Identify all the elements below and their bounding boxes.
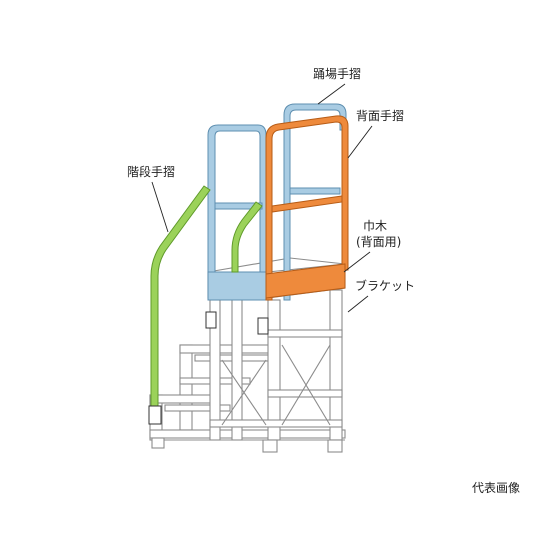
label-bracket: ブラケット (347, 278, 415, 313)
svg-text:背面手摺: 背面手摺 (356, 108, 404, 123)
svg-text:階段手摺: 階段手摺 (127, 164, 175, 179)
stair-handrail (148, 185, 263, 425)
svg-text:巾木: 巾木 (363, 219, 387, 233)
label-stair-handrail: 階段手摺 (127, 164, 175, 233)
label-platform-handrail: 踊場手摺 (313, 66, 361, 105)
svg-text:(背面用): (背面用) (356, 235, 401, 249)
label-toeboard: 巾木 (背面用) (343, 219, 401, 273)
back-handrail (265, 115, 349, 301)
platform-handrail (205, 103, 347, 335)
svg-text:踊場手摺: 踊場手摺 (313, 66, 361, 81)
svg-text:ブラケット: ブラケット (355, 278, 415, 293)
representative-image-caption: 代表画像 (472, 481, 520, 495)
label-back-handrail: 背面手摺 (347, 108, 404, 159)
